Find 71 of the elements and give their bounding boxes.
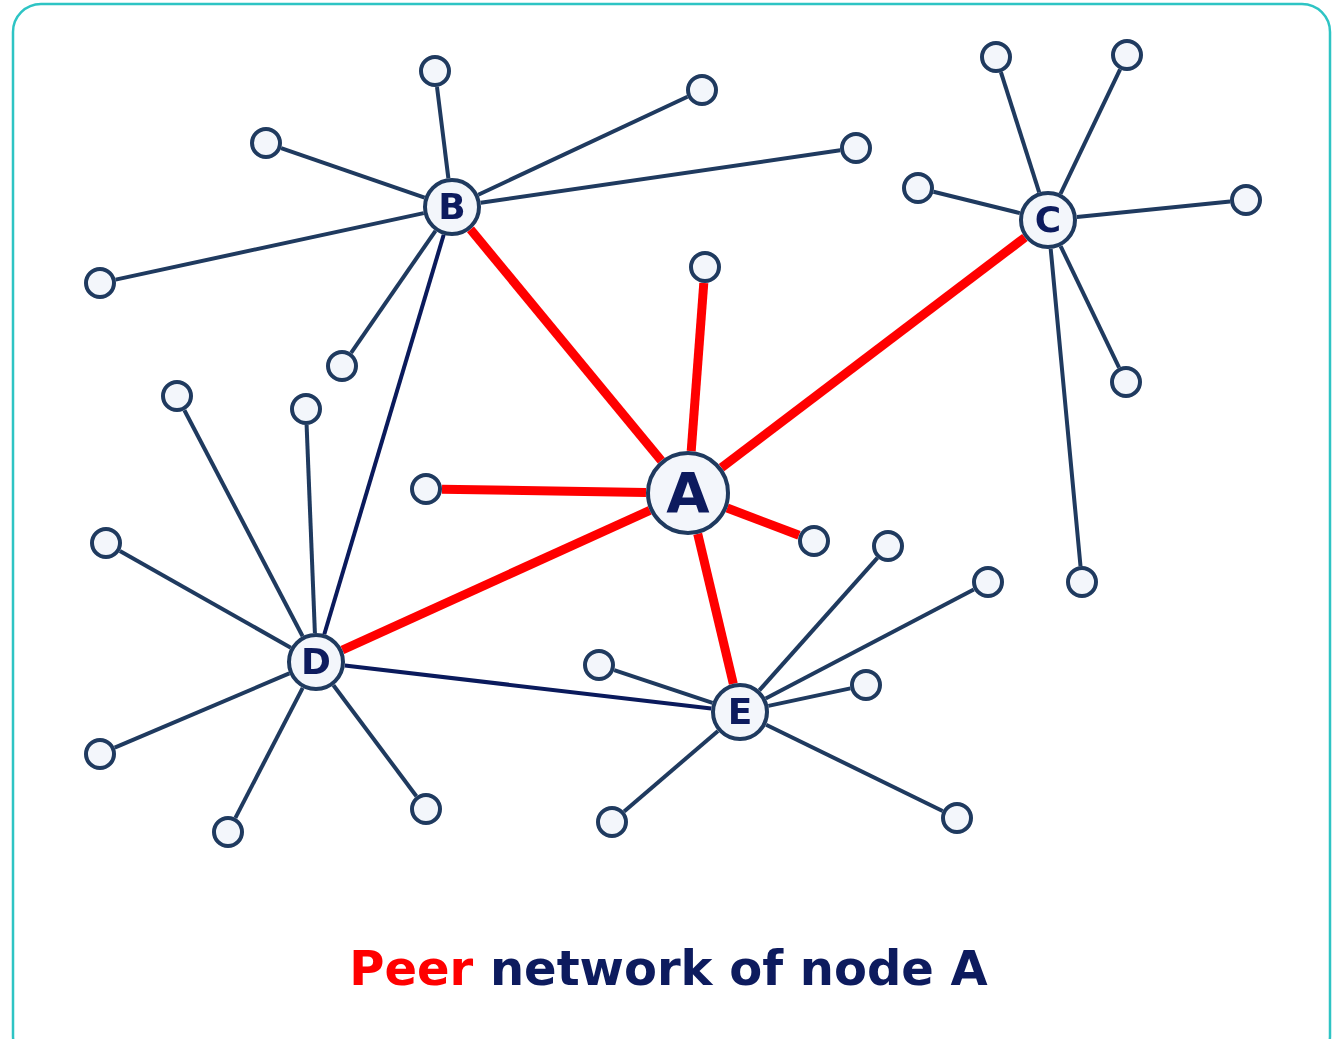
connector-line <box>999 71 1042 193</box>
connector-line <box>764 587 975 701</box>
empty-node-circle <box>250 127 282 159</box>
connector-line <box>768 686 851 708</box>
empty-node-circle <box>941 802 973 834</box>
connector-line <box>435 86 451 179</box>
node-letter: A <box>666 465 710 521</box>
connector-line <box>467 226 665 464</box>
connector-line <box>340 506 652 655</box>
connector-line <box>349 229 438 354</box>
connector-line <box>233 686 305 819</box>
empty-node-circle <box>84 738 116 770</box>
empty-node-circle <box>1066 566 1098 598</box>
connector-line <box>613 668 714 705</box>
connector-line <box>182 409 305 638</box>
connector-line <box>331 684 418 798</box>
empty-node-circle <box>583 649 615 681</box>
empty-node-circle <box>902 172 934 204</box>
connector-line <box>693 532 738 685</box>
node-circle <box>711 683 769 741</box>
empty-node-circle <box>90 527 122 559</box>
node-letter: B <box>438 189 466 225</box>
node-circle <box>423 178 481 236</box>
connector-line <box>115 211 425 282</box>
empty-node-circle <box>689 251 721 283</box>
connector-line <box>1076 199 1231 220</box>
connector-line <box>1048 248 1083 567</box>
empty-node-circle <box>84 267 116 299</box>
node-circle <box>646 451 730 535</box>
node-letter: D <box>301 644 331 680</box>
empty-node-circle <box>326 350 358 382</box>
empty-node-circle <box>419 55 451 87</box>
connector-line <box>1058 68 1122 195</box>
connector-line <box>1058 245 1121 369</box>
empty-node-circle <box>161 380 193 412</box>
connector-line <box>113 671 291 750</box>
caption: Peer network of node A <box>348 940 989 996</box>
empty-node-circle <box>1110 366 1142 398</box>
connector-line <box>725 503 801 540</box>
empty-node-circle <box>686 74 718 106</box>
connector-line <box>477 95 689 197</box>
connector-line <box>344 663 712 711</box>
connector-line <box>686 282 709 452</box>
node-circle <box>1019 191 1077 249</box>
empty-node-circle <box>410 473 442 505</box>
empty-node-circle <box>850 669 882 701</box>
connector-line <box>304 424 317 634</box>
connector-line <box>757 556 879 692</box>
connector-line <box>718 233 1028 472</box>
connector-line <box>280 146 426 200</box>
connector-line <box>765 722 944 813</box>
empty-node-circle <box>840 132 872 164</box>
connector-line <box>441 484 647 497</box>
empty-node-circle <box>972 566 1004 598</box>
node-letter: E <box>727 694 753 730</box>
empty-node-circle <box>1230 184 1262 216</box>
empty-node-circle <box>798 525 830 557</box>
connector-line <box>118 549 292 650</box>
empty-node-circle <box>212 816 244 848</box>
empty-node-circle <box>596 806 628 838</box>
empty-node-circle <box>1111 39 1143 71</box>
connector-line <box>480 148 841 205</box>
connector-line <box>933 189 1021 216</box>
connector-line <box>322 234 446 635</box>
empty-node-circle <box>980 41 1012 73</box>
empty-node-circle <box>872 530 904 562</box>
empty-node-circle <box>290 393 322 425</box>
node-letter: C <box>1034 202 1062 238</box>
empty-node-circle <box>410 793 442 825</box>
node-circle <box>287 633 345 691</box>
connector-line <box>622 729 720 814</box>
